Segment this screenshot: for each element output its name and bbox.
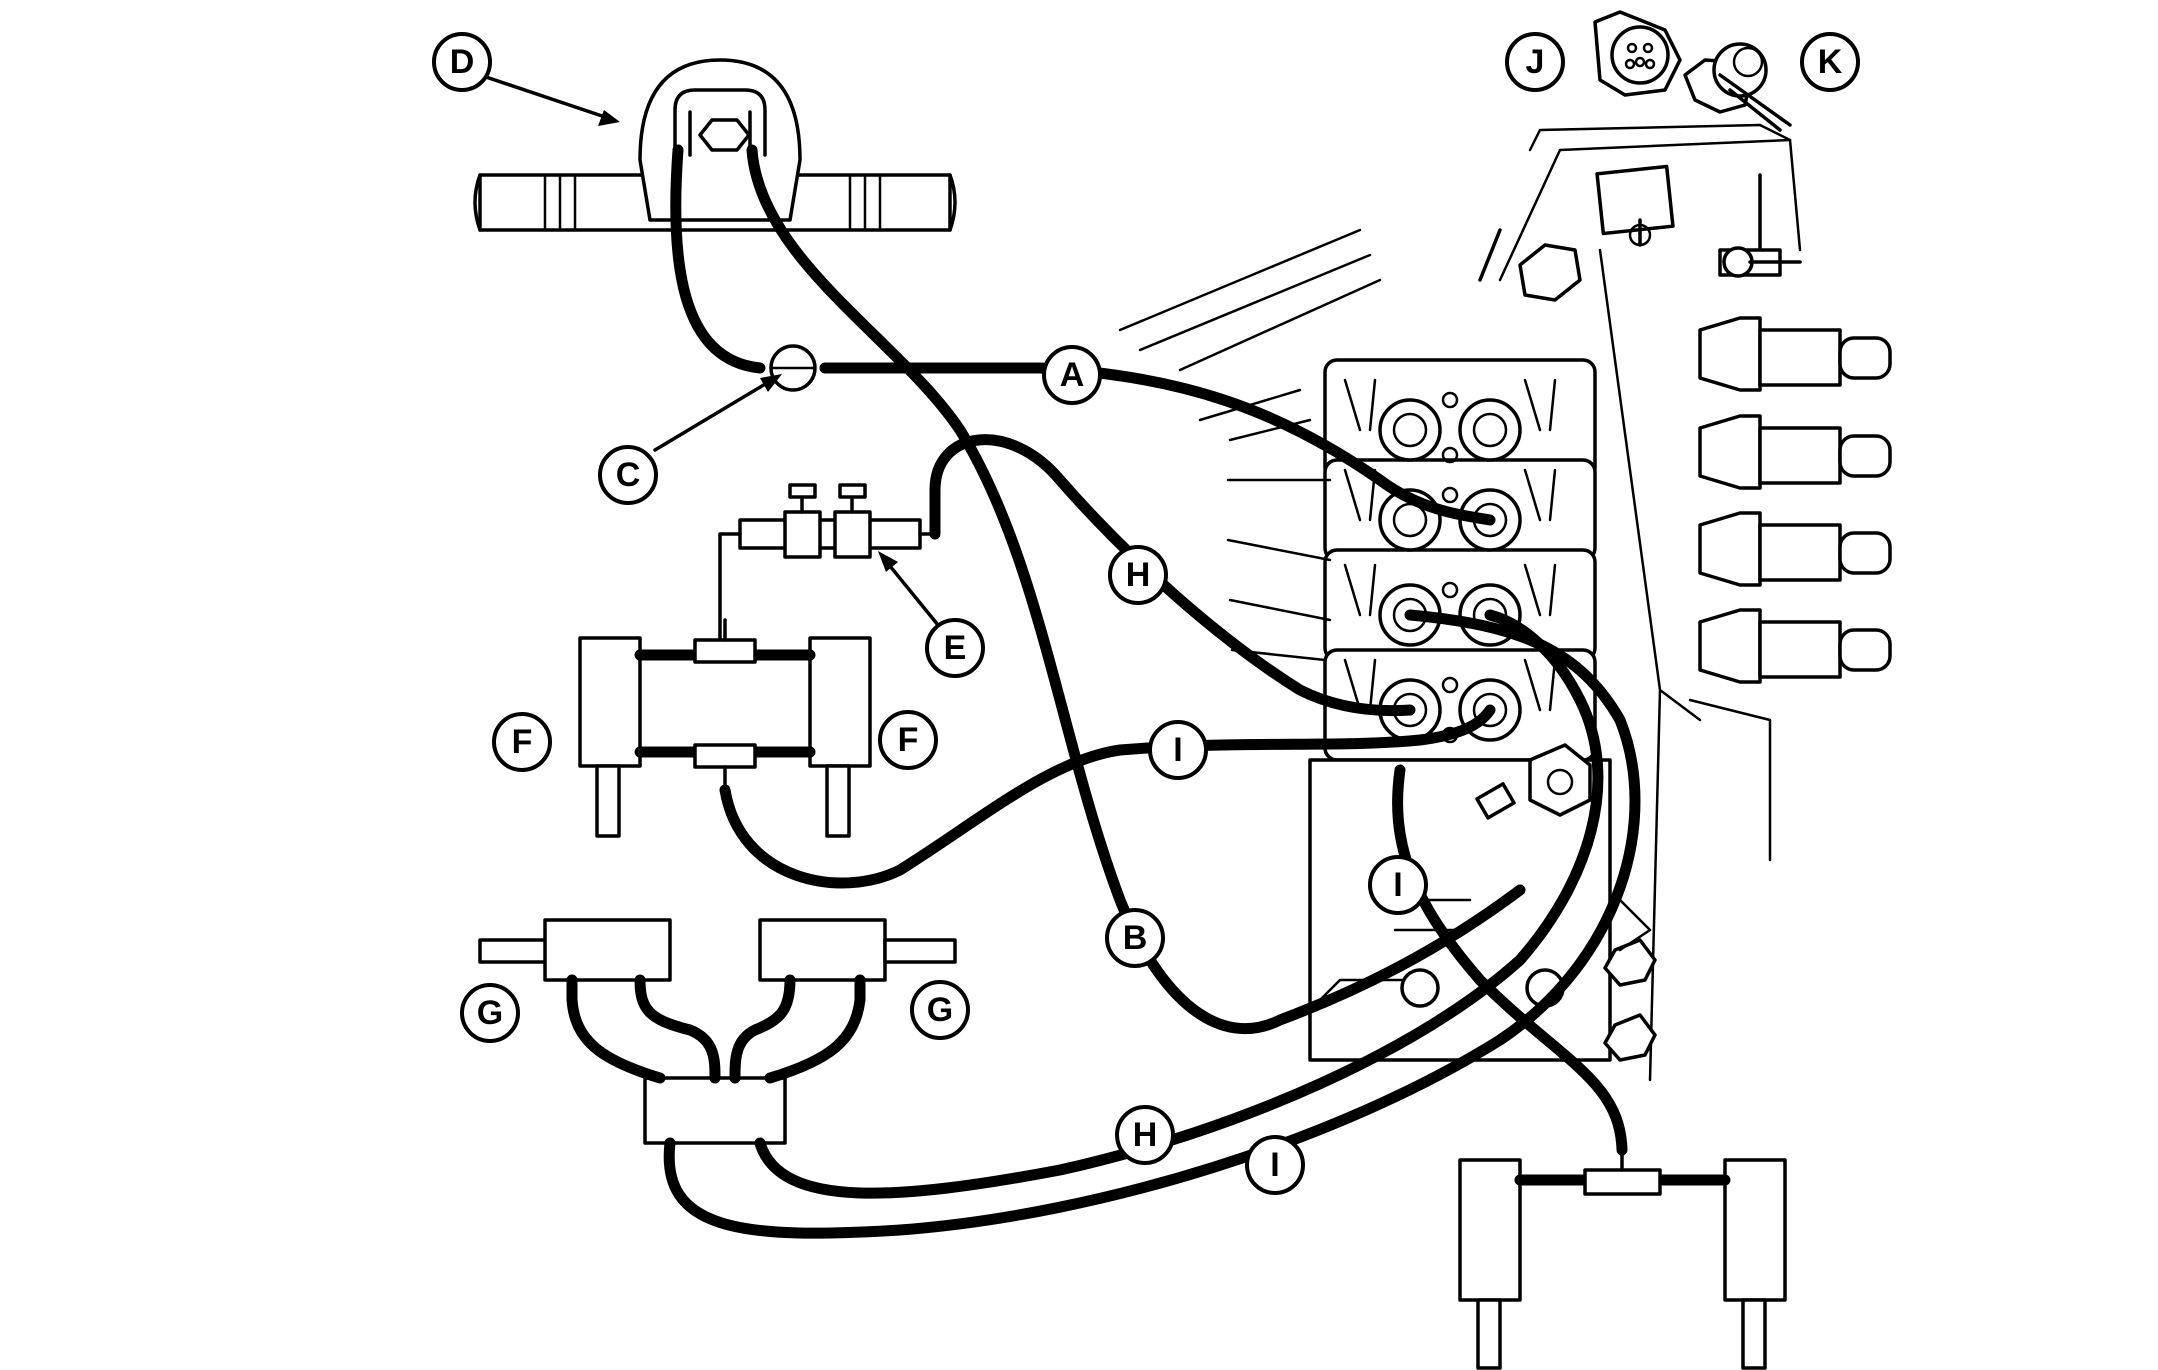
callout-g-left: G (460, 983, 520, 1043)
svg-text:B: B (1123, 919, 1148, 957)
spool-caps (1698, 316, 1892, 684)
svg-text:E: E (944, 629, 967, 667)
svg-text:H: H (1133, 1116, 1158, 1154)
callout-i-upper: I (1148, 720, 1208, 780)
callout-b: B (1105, 908, 1165, 968)
callout-j: J (1505, 32, 1565, 92)
hydraulic-cylinders-lower (1458, 1148, 1787, 1370)
callout-labels: D A C E H F F I I B G G H I J K (432, 32, 1860, 1195)
valve-ports (1378, 391, 1522, 744)
callout-g-right: G (910, 980, 970, 1040)
hydraulic-cylinders-f (578, 618, 872, 838)
tee-fitting-c (769, 344, 817, 392)
svg-text:F: F (898, 721, 919, 759)
svg-text:C: C (616, 456, 641, 494)
callout-k: K (1800, 32, 1860, 92)
callout-i-lower: I (1245, 1135, 1305, 1195)
svg-text:D: D (450, 43, 475, 81)
callout-a: A (1042, 345, 1102, 405)
callout-h-lower: H (1115, 1105, 1175, 1165)
svg-text:J: J (1526, 43, 1545, 81)
svg-text:I: I (1393, 866, 1402, 904)
svg-text:I: I (1270, 1146, 1279, 1184)
callout-i-middle: I (1368, 855, 1428, 915)
svg-text:F: F (512, 723, 533, 761)
control-valve-stack (1118, 123, 1892, 1082)
hoses (566, 144, 1641, 1239)
electrical-connector-k (1683, 42, 1792, 132)
leader-arrows (478, 73, 940, 627)
callout-d: D (432, 32, 492, 92)
actuators-g (478, 918, 957, 1145)
svg-text:I: I (1173, 731, 1182, 769)
electrical-connector-j (1593, 10, 1682, 97)
valve-block-e (718, 483, 937, 652)
swivel-joint-d (473, 58, 957, 232)
callout-e: E (925, 618, 985, 678)
callout-f-left: F (492, 712, 552, 772)
svg-text:A: A (1060, 356, 1085, 394)
callout-h-upper: H (1108, 545, 1168, 605)
callout-c: C (598, 445, 658, 505)
svg-text:G: G (927, 991, 953, 1029)
svg-text:K: K (1818, 43, 1843, 81)
svg-text:G: G (477, 994, 503, 1032)
callout-f-right: F (878, 710, 938, 770)
svg-text:H: H (1126, 556, 1151, 594)
